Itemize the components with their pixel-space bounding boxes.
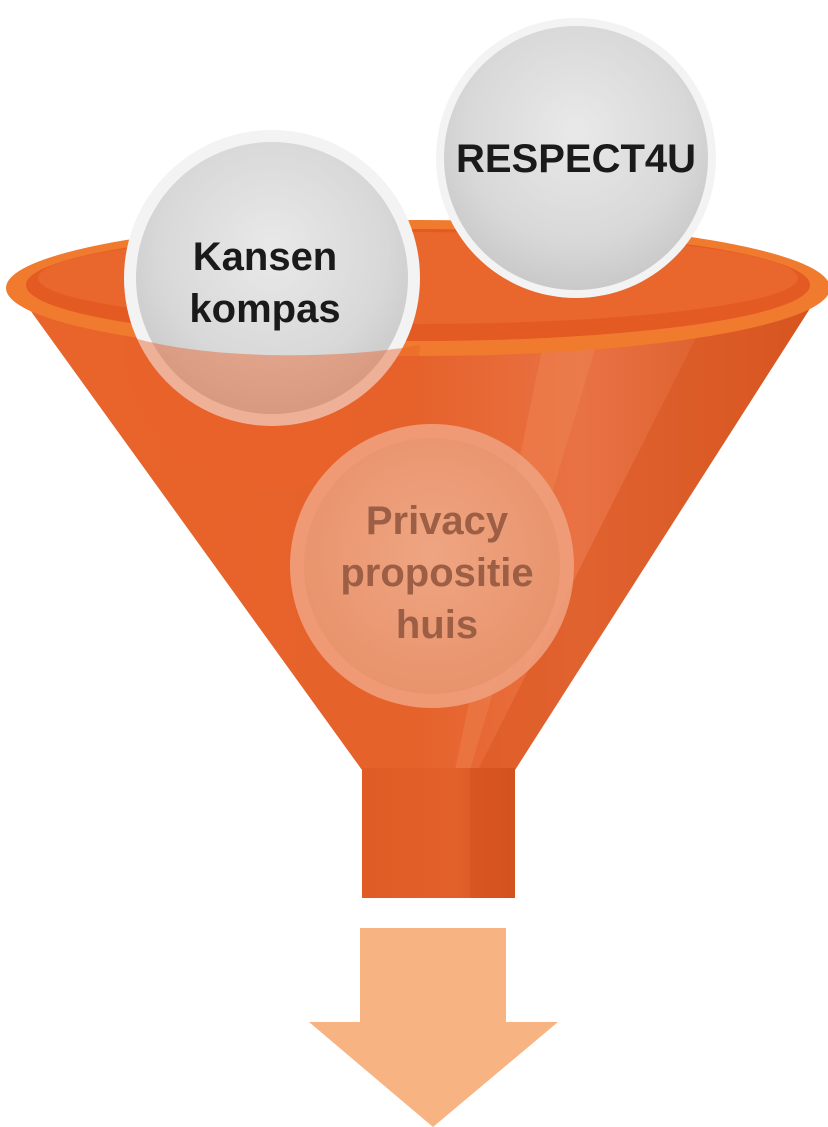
privacy-label-line2: propositie [340,551,533,595]
privacy-label-line1: Privacy [366,499,509,543]
respect4u-circle: RESPECT4U [436,18,716,298]
kansen-kompas-circle: Kansen kompas [123,130,421,489]
respect4u-label: RESPECT4U [456,137,696,181]
kansen-kompas-label-line2: kompas [189,287,340,331]
funnel-shadow-right [478,285,825,770]
privacy-propositie-huis-circle: Privacy propositie huis [290,424,574,708]
kansen-kompas-label-line1: Kansen [193,235,338,279]
down-arrow-icon [309,928,558,1127]
funnel-spout-shade [470,768,515,898]
privacy-label-line3: huis [396,603,478,647]
